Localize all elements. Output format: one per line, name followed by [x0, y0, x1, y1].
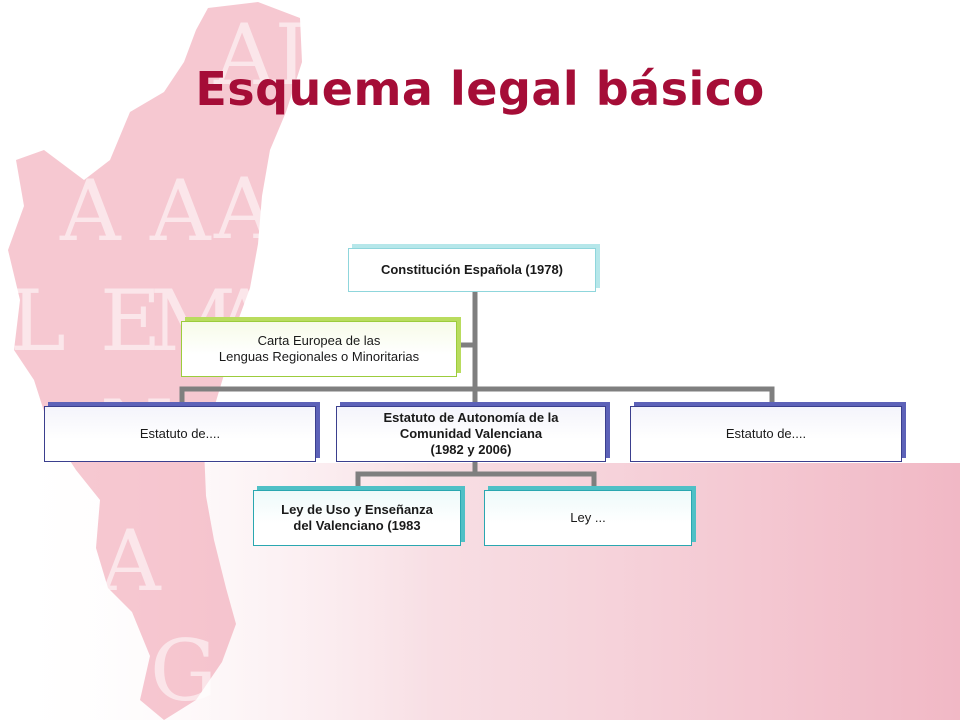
node-estatuto-val-line2: Comunidad Valenciana [399, 425, 543, 441]
node-estatuto-right: Estatuto de.... [630, 406, 902, 462]
map-letter: A [149, 162, 212, 260]
map-letter: G [150, 622, 217, 720]
map-letter: L [10, 272, 66, 370]
map-letter: AL [213, 6, 330, 104]
node-ley-other-label: Ley ... [570, 509, 606, 525]
node-ley-uso-line1: Ley de Uso y Enseñanza [281, 501, 433, 517]
node-estatuto-right-label: Estatuto de.... [725, 425, 807, 441]
page-title: Esquema legal básico [195, 62, 765, 116]
map-letter: A [59, 162, 122, 260]
node-carta-line1: Carta Europea de las [257, 332, 381, 348]
map-letter: A [99, 512, 162, 610]
node-ley-uso: Ley de Uso y Enseñanza del Valenciano (1… [253, 490, 461, 546]
node-estatuto-val-line1: Estatuto de Autonomía de la [383, 409, 559, 425]
node-estatuto-valenciano: Estatuto de Autonomía de la Comunidad Va… [336, 406, 606, 462]
node-estatuto-val-line3: (1982 y 2006) [430, 442, 512, 458]
node-carta-europea: Carta Europea de las Lenguas Regionales … [181, 321, 457, 377]
map-silhouette [8, 2, 302, 720]
node-constitucion: Constitución Española (1978) [348, 248, 596, 292]
node-constitucion-label: Constitución Española (1978) [380, 261, 564, 277]
map-letter: E [100, 272, 161, 370]
node-estatuto-left-label: Estatuto de.... [139, 425, 221, 441]
node-estatuto-left: Estatuto de.... [44, 406, 316, 462]
node-carta-line2: Lenguas Regionales o Minoritarias [218, 349, 420, 364]
node-ley-uso-line2: del Valenciano (1983 [293, 518, 421, 533]
node-ley-other: Ley ... [484, 490, 692, 546]
map-letter: A [213, 160, 276, 258]
